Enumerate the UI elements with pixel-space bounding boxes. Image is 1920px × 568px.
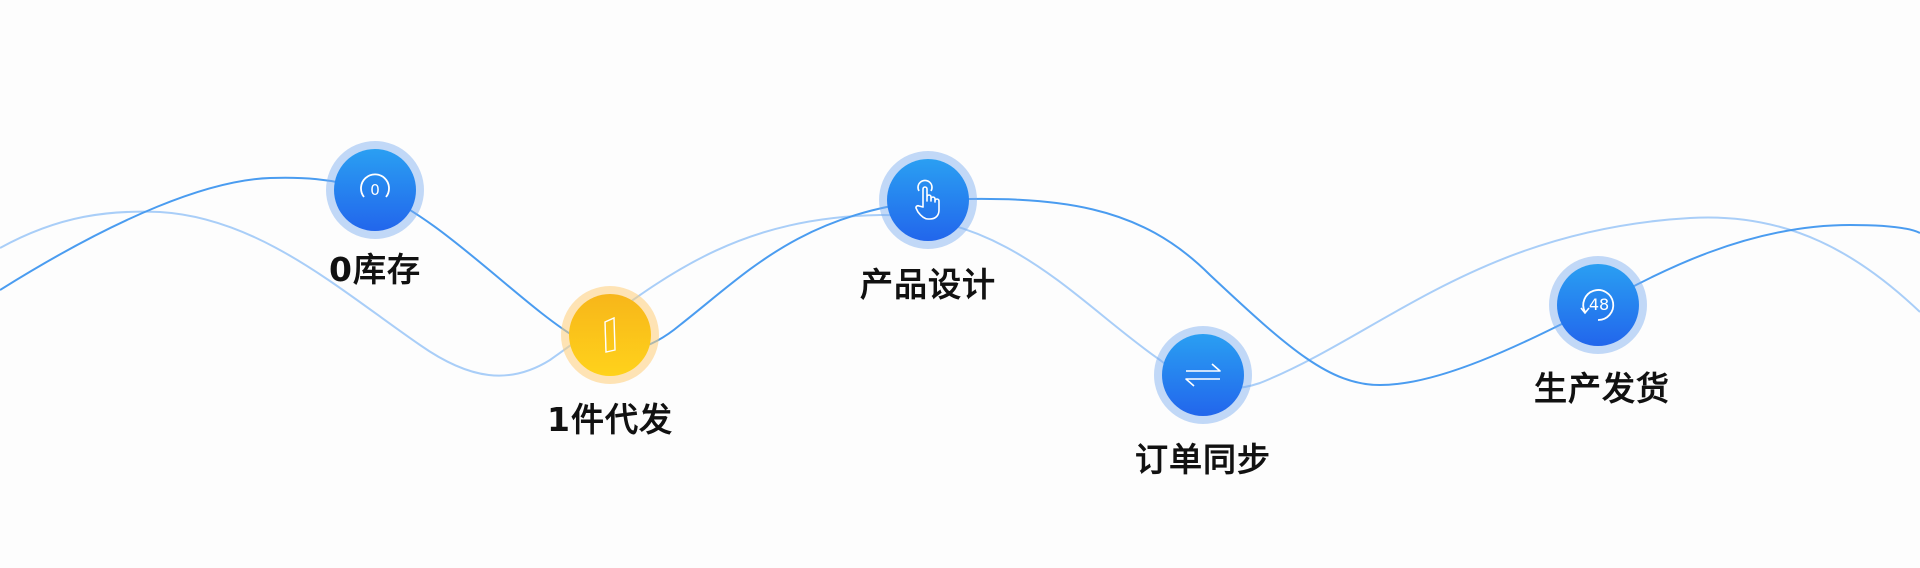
step-icon-circle: 0 — [334, 149, 416, 231]
step-icon-circle — [887, 159, 969, 241]
step-node-order-sync[interactable] — [1154, 326, 1252, 424]
sync-arrows-icon — [1185, 363, 1221, 387]
zero-badge-text: 0 — [370, 181, 380, 199]
step-icon-circle — [569, 294, 651, 376]
step-node-zero-inventory[interactable]: 0 — [326, 141, 424, 239]
step-node-product-design[interactable] — [879, 151, 977, 249]
step-label-product-design: 产品设计 — [860, 265, 996, 304]
step-label-zero-inventory: 0库存 — [329, 250, 421, 289]
zero-in-circle-icon: 0 — [360, 173, 390, 199]
step-icon-circle: 48 — [1557, 264, 1639, 346]
package-icon — [604, 316, 616, 353]
tap-hand-icon — [915, 179, 940, 220]
48-badge-text: 48 — [1589, 295, 1609, 314]
step-label-production-shipping: 生产发货 — [1534, 369, 1670, 408]
48-hour-icon: 48 — [1580, 289, 1615, 321]
step-node-production-shipping[interactable]: 48 — [1549, 256, 1647, 354]
step-node-dropshipping[interactable] — [561, 286, 659, 384]
step-icon-circle — [1162, 334, 1244, 416]
step-label-dropshipping: 1件代发 — [547, 400, 673, 439]
step-label-order-sync: 订单同步 — [1135, 440, 1271, 479]
